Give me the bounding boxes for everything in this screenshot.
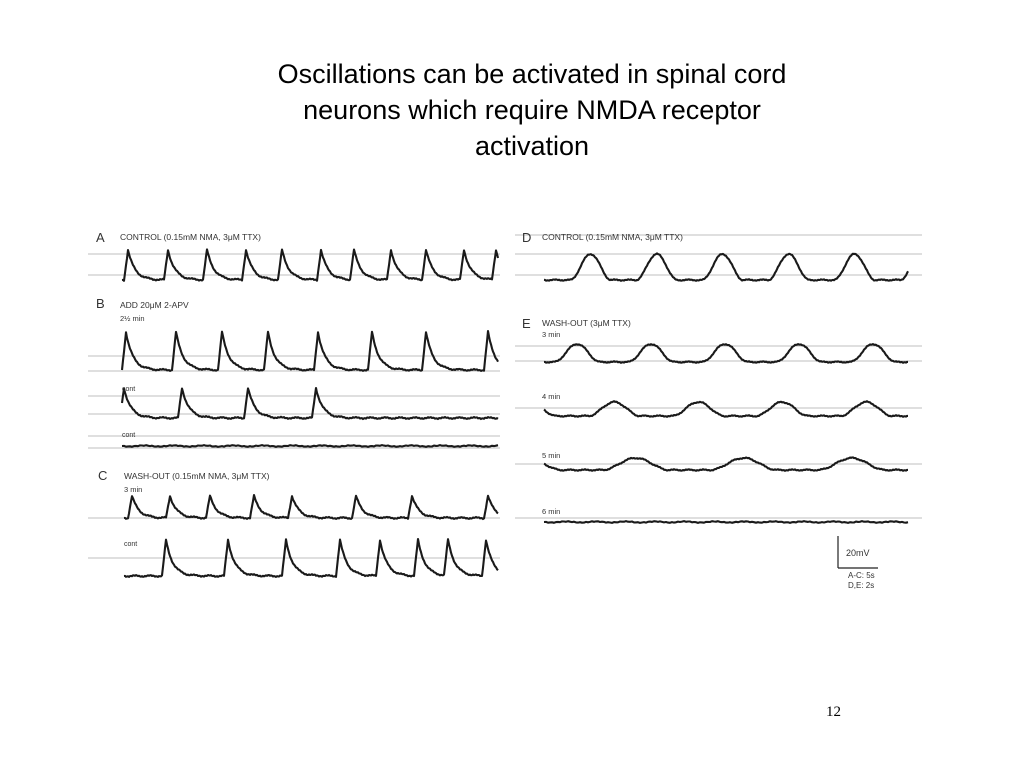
trace-a: [121, 248, 500, 282]
scale-bar: [837, 536, 878, 569]
caption-e: WASH-OUT (3μM TTX): [542, 318, 631, 328]
trace-e2: [543, 400, 909, 418]
time-label-e4: 6 min: [542, 507, 560, 516]
page-number: 12: [826, 704, 841, 720]
time-label-e1: 3 min: [542, 330, 560, 339]
panel-letter-c: C: [98, 468, 107, 483]
time-label-e3: 5 min: [542, 451, 560, 460]
trace-b1: [120, 330, 499, 372]
scale-bar-time-1: A-C: 5s: [848, 571, 875, 580]
title-line: neurons which require NMDA receptor: [303, 95, 761, 125]
scale-bar-voltage: 20mV: [846, 548, 870, 558]
trace-c1: [123, 493, 499, 521]
time-label-b1: 2½ min: [120, 314, 145, 323]
voltage-traces: [120, 248, 909, 578]
time-label-b2: cont: [122, 386, 135, 393]
reference-lines: [88, 234, 922, 559]
trace-b2: [120, 386, 499, 421]
trace-e4: [543, 520, 909, 524]
panel-letter-a: A: [96, 230, 105, 245]
trace-c2: [123, 537, 499, 578]
title-line: Oscillations can be activated in spinal …: [277, 59, 787, 89]
caption-c: WASH-OUT (0.15mM NMA, 3μM TTX): [124, 471, 270, 481]
panel-letter-e: E: [522, 316, 531, 331]
trace-e1: [543, 343, 909, 364]
time-label-c1: 3 min: [124, 485, 142, 494]
time-label-e2: 4 min: [542, 392, 560, 401]
caption-d: CONTROL (0.15mM NMA, 3μM TTX): [542, 232, 683, 242]
panel-letter-b: B: [96, 296, 105, 311]
trace-e3: [543, 456, 909, 472]
time-label-b3: cont: [122, 432, 135, 439]
scale-bar-time-2: D,E: 2s: [848, 581, 874, 590]
slide-title: Oscillations can be activated in spinal …: [232, 56, 832, 164]
time-label-c2: cont: [124, 541, 137, 548]
title-line: activation: [474, 131, 590, 161]
panel-letter-d: D: [522, 230, 531, 245]
caption-b: ADD 20μM 2-APV: [120, 300, 189, 310]
trace-b3: [121, 444, 499, 448]
caption-a: CONTROL (0.15mM NMA, 3μM TTX): [120, 232, 261, 242]
trace-d: [543, 252, 909, 282]
